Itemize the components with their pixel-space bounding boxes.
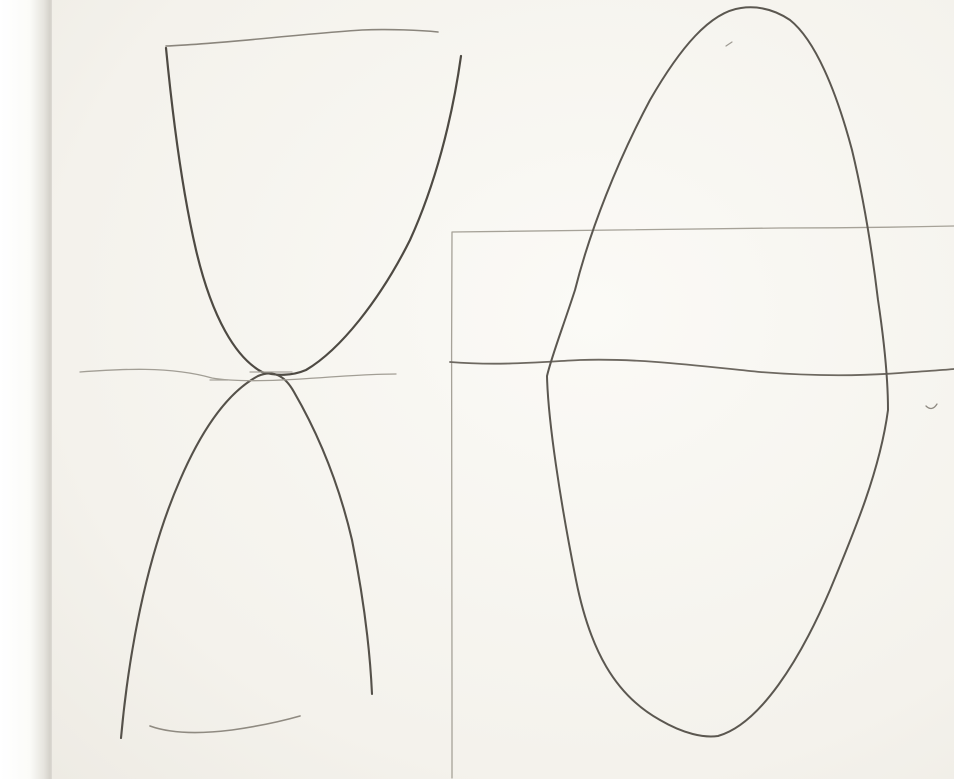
hourglass-upper-curve: [166, 48, 461, 375]
ellipse-figure: [450, 7, 954, 778]
small-top-mark: [726, 42, 732, 46]
small-tick-mark: [926, 404, 937, 408]
horizontal-line: [450, 360, 954, 375]
hourglass-crossing-line: [80, 369, 396, 380]
hourglass-top-edge: [166, 30, 438, 46]
hourglass-bottom-edge: [150, 716, 300, 733]
hourglass-lower-curve: [121, 373, 372, 738]
hourglass-figure: [80, 30, 461, 738]
closed-ellipse: [547, 7, 888, 736]
